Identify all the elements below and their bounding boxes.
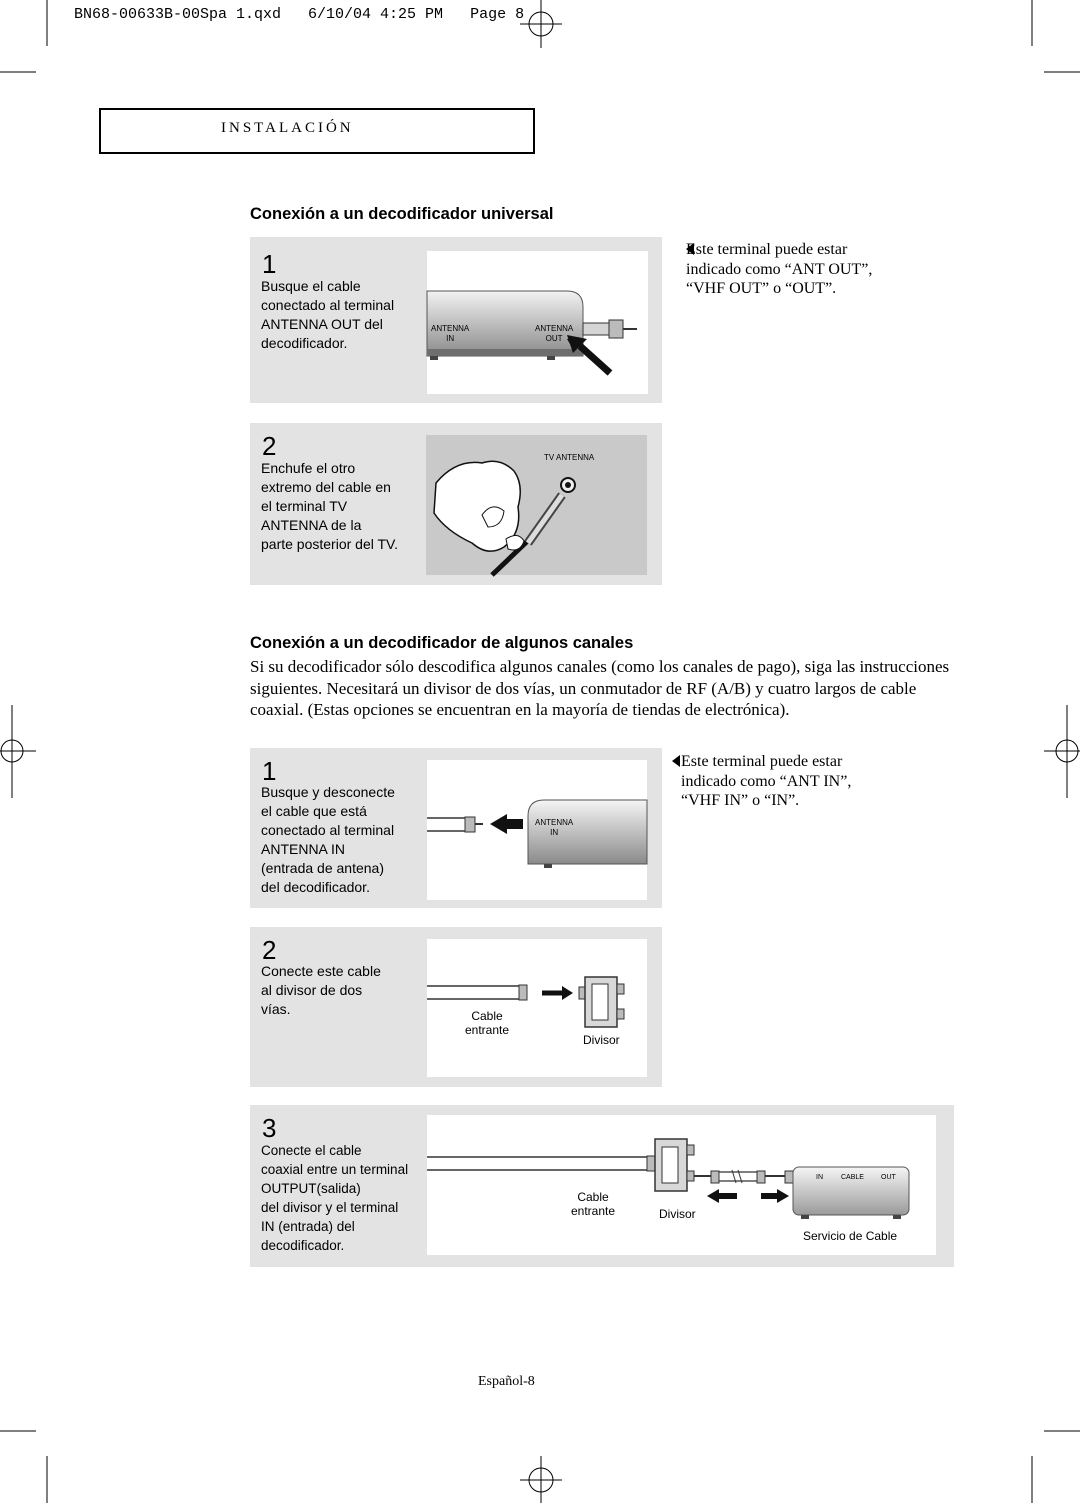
step-number: 3 [262, 1113, 277, 1143]
label-port-in: IN [816, 1174, 823, 1181]
section-header-box: INSTALACIÓN [99, 108, 535, 154]
step-text: Enchufe el otro extremo del cable en el … [261, 460, 398, 552]
page-number: Español-8 [478, 1374, 535, 1389]
label-port-out: OUT [881, 1174, 896, 1181]
decoder-out-illustration: ANTENNA IN ANTENNA OUT [426, 251, 648, 394]
heading-universal: Conexión a un decodificador universal [250, 205, 554, 223]
label-cable-entrante: Cable entrante [465, 1009, 510, 1037]
print-slug-line: BN68-00633B-00Spa 1.qxd 6/10/04 4:25 PM … [74, 6, 525, 23]
splitter-illustration: Cable entrante Divisor [427, 939, 647, 1077]
step-text: Conecte el cable coaxial entre un termin… [261, 1143, 409, 1253]
tv-antenna-hand-illustration: TV ANTENNA [426, 435, 647, 577]
channels-step3-panel: 3 Conecte el cable coaxial entre un term… [250, 1105, 954, 1267]
step-number: 2 [262, 935, 277, 965]
channels-step1-panel: 1 Busque y desconecte el cable que está … [250, 748, 662, 908]
note-arrow-icon [672, 755, 680, 767]
universal-step2-panel: 2 Enchufe el otro extremo del cable en e… [250, 423, 662, 585]
label-divisor: Divisor [659, 1207, 696, 1221]
channels-step2-panel: 2 Conecte este cable al divisor de dos v… [250, 927, 662, 1087]
decoder-in-illustration: ANTENNA IN [427, 760, 648, 900]
step-text: Busque el cable conectado al terminal AN… [261, 278, 395, 351]
label-antenna-in: ANTENNA IN [535, 818, 574, 837]
note-ant-out: Este terminal puede estar indicado como … [686, 241, 873, 297]
heading-some-channels: Conexión a un decodificador de algunos c… [250, 634, 634, 652]
section-title: INSTALACIÓN [221, 120, 354, 136]
label-antenna-in: ANTENNA IN [431, 324, 470, 343]
label-servicio-de-cable: Servicio de Cable [803, 1229, 898, 1243]
cable-service-illustration: Cable entrante Divisor IN CABLE OUT Serv… [427, 1115, 936, 1255]
intro-paragraph: Si su decodificador sólo descodifica alg… [250, 657, 950, 719]
label-tv-antenna: TV ANTENNA [544, 453, 595, 462]
label-cable-entrante: Cable entrante [571, 1190, 616, 1218]
note-arrow-icon [686, 243, 694, 255]
step-number: 1 [262, 249, 277, 279]
label-divisor: Divisor [583, 1033, 620, 1047]
note-ant-in: Este terminal puede estar indicado como … [681, 753, 852, 809]
step-text: Conecte este cable al divisor de dos vía… [261, 963, 381, 1017]
step-number: 1 [262, 756, 277, 786]
step-text: Busque y desconecte el cable que está co… [261, 784, 395, 895]
label-antenna-out: ANTENNA OUT [535, 324, 574, 343]
label-port-cable: CABLE [841, 1174, 864, 1181]
universal-step1-panel: 1 Busque el cable conectado al terminal … [250, 237, 662, 403]
step-number: 2 [262, 431, 277, 461]
